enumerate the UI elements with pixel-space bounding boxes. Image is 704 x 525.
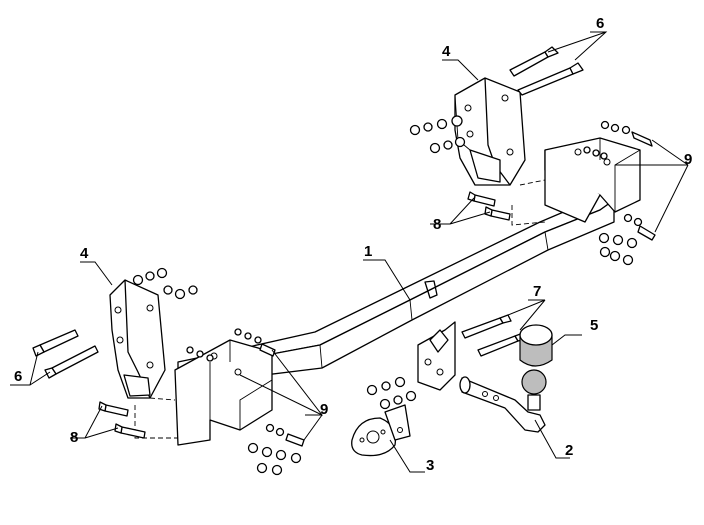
label-socket-plate: 3	[426, 457, 434, 474]
bracket-bolts-right	[467, 191, 511, 221]
ball-cap	[519, 324, 553, 367]
leader-lines	[10, 31, 689, 473]
bracket-left	[109, 279, 178, 439]
bracket-right	[454, 77, 546, 226]
crossbar	[174, 137, 641, 446]
ball-mount-bolts	[366, 314, 527, 410]
label-crossbar: 1	[364, 243, 372, 260]
label-bracket-left: 4	[80, 245, 89, 262]
label-ball-cap: 5	[590, 317, 598, 334]
label-ball-bolts: 7	[533, 283, 541, 300]
label-fasteners-right: 9	[684, 151, 692, 168]
label-bracket-right: 4	[442, 43, 451, 60]
label-fasteners-left: 9	[320, 401, 328, 418]
label-bolts-right: 6	[596, 15, 604, 32]
part-labels: 1 2 3 4 4 5 6 6 7 8 8 9 9	[14, 15, 692, 474]
label-tow-ball: 2	[565, 442, 573, 459]
label-bracket-bolts-left: 8	[70, 429, 78, 446]
washers-nuts-right-bracket	[409, 115, 466, 154]
tow-ball	[459, 369, 547, 433]
bracket-bolts-left	[98, 401, 146, 439]
washers-nuts-left-bracket	[132, 267, 198, 300]
long-bolts-left	[32, 329, 99, 379]
socket-plate	[351, 404, 411, 457]
label-bolts-left: 6	[14, 368, 22, 385]
label-bracket-bolts-right: 8	[433, 216, 441, 233]
fasteners-right-end	[583, 120, 656, 266]
long-bolts-right	[509, 46, 584, 96]
fasteners-left-end	[186, 328, 305, 476]
